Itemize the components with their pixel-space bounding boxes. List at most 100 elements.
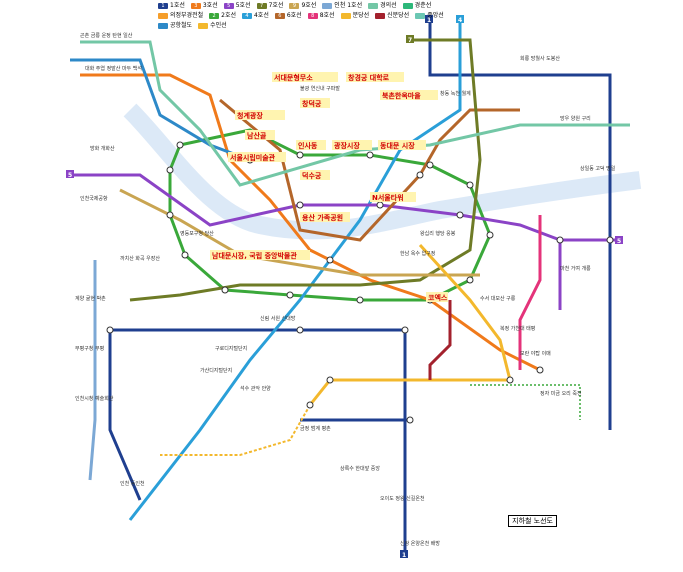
svg-text:대화 주엽 정발산 마두 백석: 대화 주엽 정발산 마두 백석 [85,65,142,72]
svg-text:금정 범계 평촌: 금정 범계 평촌 [300,425,331,432]
legend-label: 2호선 [221,12,236,19]
legend-swatch [415,13,426,19]
han-river [123,103,642,240]
svg-text:7: 7 [408,37,412,44]
map-caption: 지하철 노선도 [508,515,557,527]
svg-text:부평구청 부평: 부평구청 부평 [75,345,104,352]
legend-swatch: 4 [241,13,252,19]
legend-swatch [375,13,386,19]
line-shinbundang [428,300,452,380]
legend-swatch: 6 [274,13,285,19]
highlight-label: 동대문 시장 [380,141,415,150]
line-incheon1 [88,260,97,481]
legend-item: 신분당선 [375,12,409,20]
line-9 [119,188,480,277]
svg-text:상록수 한대앞 중앙: 상록수 한대앞 중앙 [340,465,380,472]
svg-text:왕십리 행당 응봉: 왕십리 행당 응봉 [420,230,456,237]
line-outer-dotted [470,384,581,420]
line-7 [129,38,482,302]
legend-swatch [158,23,168,29]
highlight-label: 코엑스 [428,293,448,302]
legend-item: 수인선 [198,22,227,30]
line-airport [70,58,251,162]
line-2 [168,128,492,302]
svg-text:계양 귤현 박촌: 계양 귤현 박촌 [75,295,106,302]
legend-label: 중앙선 [427,12,444,19]
svg-text:인천국제공항: 인천국제공항 [80,195,108,202]
svg-text:곤촌 금릉 운정 탄현 일산: 곤촌 금릉 운정 탄현 일산 [80,32,133,39]
legend-label: 6호선 [286,12,302,19]
legend-item: 경의선 [368,2,397,10]
svg-text:1: 1 [427,17,431,24]
line-gyeongui [80,40,630,187]
svg-text:4: 4 [458,17,462,24]
svg-text:5: 5 [617,238,621,245]
line-6 [219,98,520,242]
legend-swatch [340,13,351,19]
svg-text:상일동 고덕 명일: 상일동 고덕 명일 [580,165,616,172]
highlight-label: 서울시립미술관 [230,153,276,162]
highlight-label: 남산골 [247,131,267,140]
highlight-label: 광장시장 [334,141,360,150]
line-bundang [308,243,512,406]
legend-label: 5호선 [235,2,251,9]
legend-label: 인천 1호선 [334,2,363,9]
station-labels: 곤촌 금릉 운정 탄현 일산 대화 주엽 정발산 마두 백석 방화 개화산 인천… [75,32,616,547]
tourist-highlights: 서대문형무소 창경궁 대학로 북촌한옥마을 청계광장 창덕궁 남산골 서울시립미… [210,72,448,302]
line-3 [80,73,541,372]
legend-swatch [158,13,168,19]
svg-text:마천 거여 개롱: 마천 거여 개롱 [560,265,591,272]
legend-label: 경의선 [380,2,397,9]
legend-label: 의정부경전철 [170,12,204,19]
svg-text:1: 1 [402,552,406,559]
highlight-label: 서대문형무소 [274,73,313,82]
svg-text:까치산 화곡 우장산: 까치산 화곡 우장산 [120,255,160,262]
legend-item: 분당선 [340,12,370,20]
highlight-label: 청계광장 [237,111,263,120]
svg-text:모란 야탑 이매: 모란 야탑 이매 [520,350,551,357]
legend-item: 인천 1호선 [322,2,362,10]
legend-swatch: 5 [223,3,234,9]
legend-swatch [322,3,333,9]
legend-item: 공항철도 [158,22,192,30]
legend-label: 수인선 [210,22,227,29]
line-8 [518,215,542,370]
legend-swatch: 3 [190,3,201,9]
svg-text:가산디지털단지: 가산디지털단지 [200,367,232,374]
legend-label: 9호선 [301,2,317,9]
legend-swatch: 7 [256,3,267,9]
legend-swatch: 9 [289,3,300,9]
svg-text:석수 관악 안양: 석수 관악 안양 [240,385,271,392]
svg-text:인천 동인천: 인천 동인천 [120,480,145,487]
legend-swatch: 1 [158,3,168,9]
svg-text:5: 5 [68,172,72,179]
line-1 [108,20,612,555]
svg-text:방화 개화산: 방화 개화산 [90,145,115,152]
svg-text:정자 미금 오리 죽전: 정자 미금 오리 죽전 [540,390,582,397]
legend-item: 의정부경전철 [158,12,203,20]
legend-swatch [368,3,379,9]
highlight-label: 덕수궁 [302,171,322,180]
legend-label: 3호선 [202,2,218,9]
svg-text:한남 옥수 압구정: 한남 옥수 압구정 [400,250,435,257]
highlight-label: 창덕궁 [302,99,322,108]
svg-text:신림 서원 신대방: 신림 서원 신대방 [260,315,296,322]
legend-label: 8호선 [319,12,335,19]
legend-swatch: 8 [307,13,318,19]
line-badges: 7 4 1 5 5 1 [66,15,623,559]
svg-text:인천시청 예술회관: 인천시청 예술회관 [75,395,114,402]
svg-text:망우 양원 구리: 망우 양원 구리 [560,115,591,122]
line-suin [160,404,311,456]
legend-swatch: 2 [209,13,220,19]
legend-label: 신분당선 [387,12,410,19]
legend-label: 7호선 [268,2,284,9]
legend-label: 분당선 [352,12,370,19]
